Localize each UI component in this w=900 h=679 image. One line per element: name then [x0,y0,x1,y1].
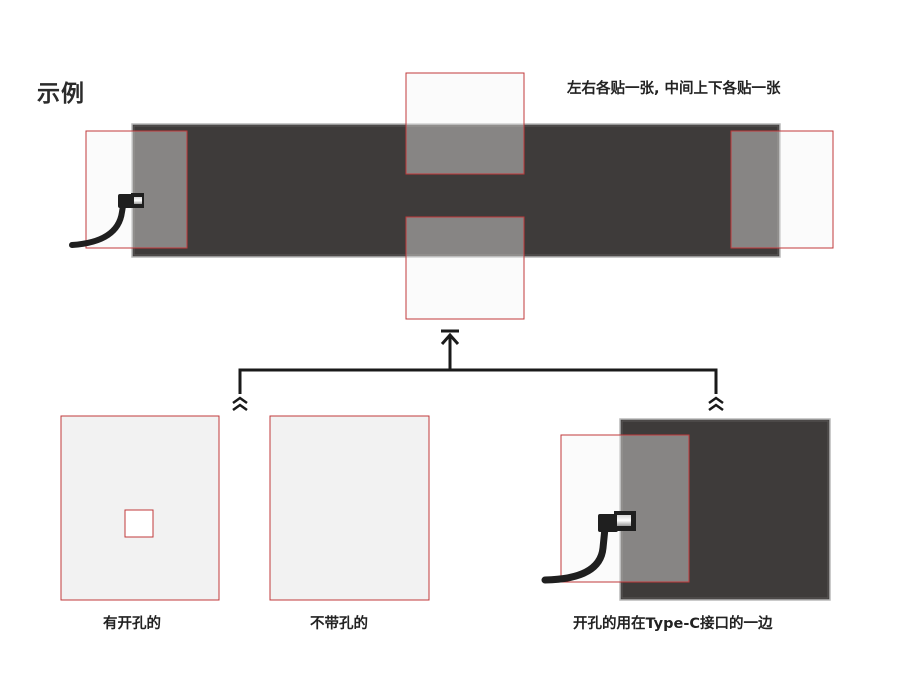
caption-without-hole: 不带孔的 [310,616,368,632]
usage-panel [619,418,831,601]
right-sticker [730,130,834,249]
left-sticker [85,130,188,249]
arrow-up-icon [440,329,460,345]
main-panel [131,123,781,258]
usage-sticker [560,434,690,583]
chevron-right-icon [708,396,724,412]
middle-top-sticker [405,72,525,175]
placement-note: 左右各贴一张, 中间上下各贴一张 [567,81,781,97]
middle-bottom-sticker [405,216,525,320]
usage-detail-group [541,418,831,601]
type-c-connector-icon [541,511,636,584]
sticker-hole [124,509,154,538]
type-c-connector-icon [69,193,144,248]
main-panel-group [69,72,834,320]
bracket-connector [232,329,724,412]
diagram-title: 示例 [37,81,85,107]
caption-usage: 开孔的用在Type-C接口的一边 [573,616,773,632]
sticker-with-hole [60,415,220,601]
chevron-left-icon [232,396,248,412]
caption-with-hole: 有开孔的 [103,616,161,632]
sticker-without-hole [269,415,430,601]
